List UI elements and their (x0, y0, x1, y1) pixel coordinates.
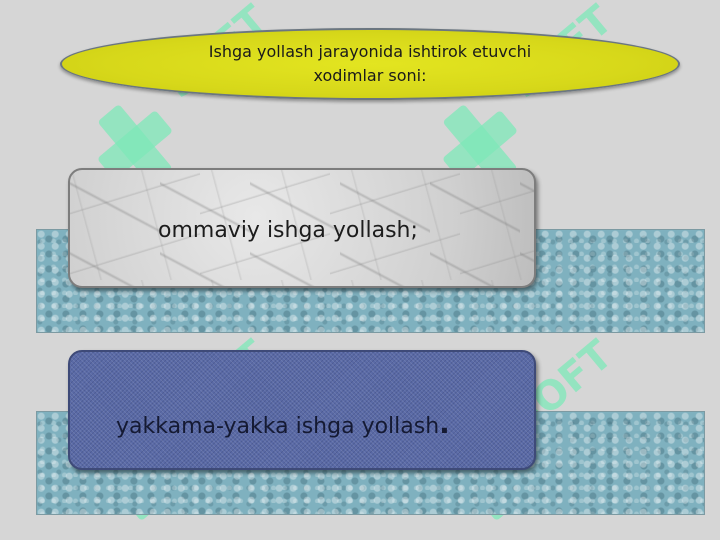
watermark-logo-icon (98, 105, 172, 185)
item-label-period: . (439, 407, 450, 440)
watermark-logo-icon (443, 105, 517, 185)
title-line-2: xodimlar soni: (313, 66, 427, 85)
item-box-individual-hiring: yakkama-yakka ishga yollash. (68, 350, 536, 470)
item-label-wrapper: yakkama-yakka ishga yollash. (116, 407, 534, 440)
item-label: yakkama-yakka ishga yollash (116, 414, 440, 439)
item-box-mass-hiring: ommaviy ishga yollash; (68, 168, 536, 288)
title-ellipse: Ishga yollash jarayonida ishtirok etuvch… (60, 28, 680, 100)
page-title: Ishga yollash jarayonida ishtirok etuvch… (209, 40, 531, 88)
item-label: ommaviy ishga yollash; (158, 218, 418, 243)
title-line-1: Ishga yollash jarayonida ishtirok etuvch… (208, 42, 532, 61)
